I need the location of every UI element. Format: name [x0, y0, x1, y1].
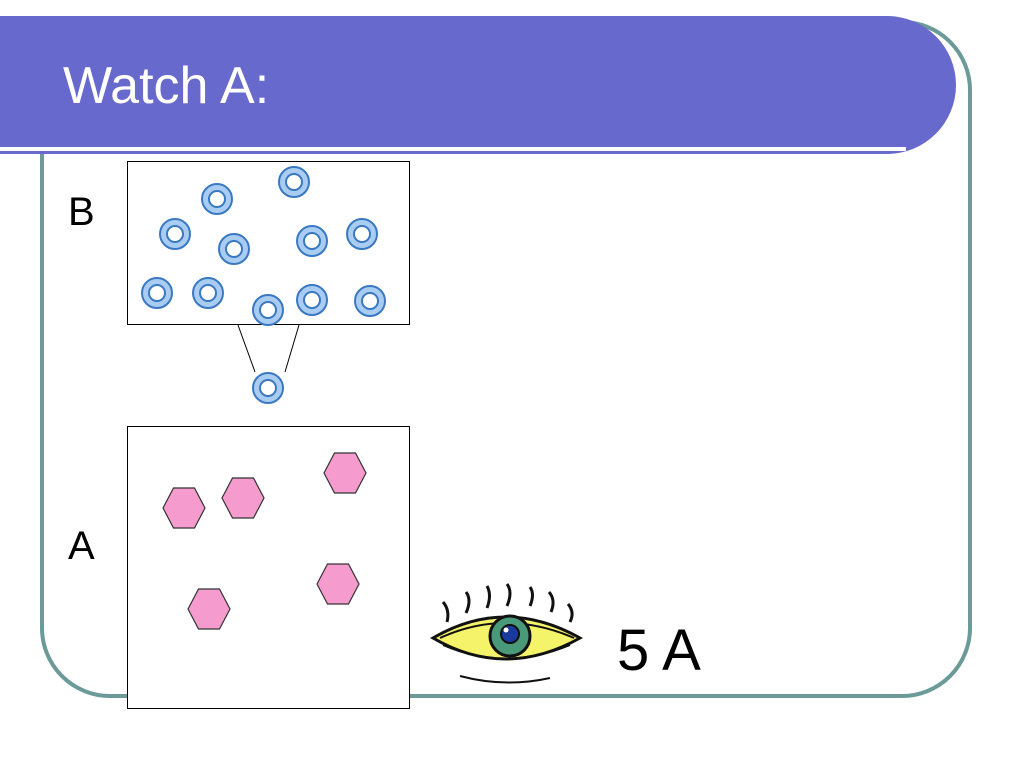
- label-a: A: [68, 524, 95, 568]
- ring-b-particle: [141, 277, 173, 309]
- hexagon-a-particle: [323, 452, 367, 494]
- label-b: B: [68, 190, 95, 234]
- ring-b-particle: [192, 277, 224, 309]
- slide-title: Watch A:: [63, 57, 270, 115]
- count-label: 5 A: [617, 618, 701, 683]
- ring-b-particle: [296, 225, 328, 257]
- a-particles: [162, 452, 367, 630]
- ring-b-particle: [354, 285, 386, 317]
- hexagon-a-particle: [221, 477, 265, 519]
- eye-icon: [430, 583, 584, 684]
- title-bar: Watch A:: [0, 16, 956, 154]
- ring-b-particle: [296, 284, 328, 316]
- ring-b-particle: [252, 294, 284, 326]
- ring-b-particle: [218, 233, 250, 265]
- ring-b-particle: [346, 218, 378, 250]
- ring-falling-particle: [252, 372, 284, 404]
- hexagon-a-particle: [162, 487, 206, 529]
- ring-b-particle: [278, 166, 310, 198]
- ring-b-particle: [201, 183, 233, 215]
- ring-b-particle: [159, 218, 191, 250]
- b-particles: [141, 166, 386, 326]
- title-underline: [0, 147, 906, 151]
- hexagon-a-particle: [187, 588, 231, 630]
- hexagon-a-particle: [316, 563, 360, 605]
- funnel: [237, 324, 300, 373]
